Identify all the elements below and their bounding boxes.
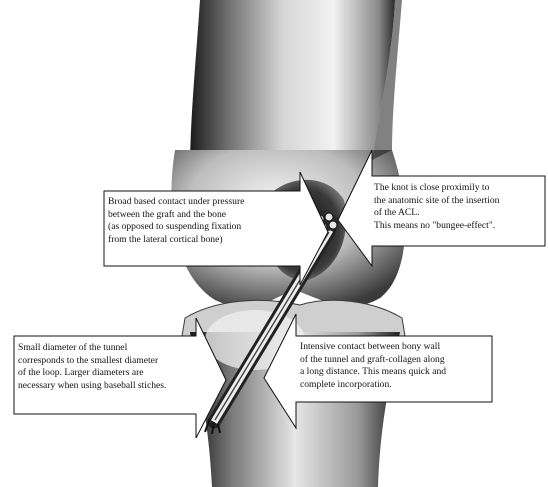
callout-line: of the ACL. bbox=[374, 207, 544, 220]
callout-line: the anatomic site of the insertion bbox=[374, 195, 544, 208]
callout-line: complete incorporation. bbox=[300, 379, 490, 392]
callout-line: a long distance. This means quick and bbox=[300, 366, 490, 379]
callout-line: of the tunnel and graft-collagen along bbox=[300, 354, 490, 367]
femur-shaft bbox=[190, 0, 395, 170]
callout-line: necessary when using baseball stiches. bbox=[18, 380, 214, 393]
callout-line: from the lateral cortical bone) bbox=[108, 234, 304, 247]
callout-line: of the loop. Larger diameters are bbox=[18, 367, 214, 380]
callout-line: The knot is close proximily to bbox=[374, 182, 544, 195]
callout-line: Broad based contact under pressure bbox=[108, 196, 304, 209]
callout-line: corresponds to the smallest diameter bbox=[18, 355, 214, 368]
callout-line: Intensive contact between bony wall bbox=[300, 341, 490, 354]
callout-line: between the graft and the bone bbox=[108, 209, 304, 222]
callout-line: Small diameter of the tunnel bbox=[18, 342, 214, 355]
callout-line: This means no "bungee-effect". bbox=[374, 220, 544, 233]
callout-line: (as opposed to suspending fixation bbox=[108, 221, 304, 234]
